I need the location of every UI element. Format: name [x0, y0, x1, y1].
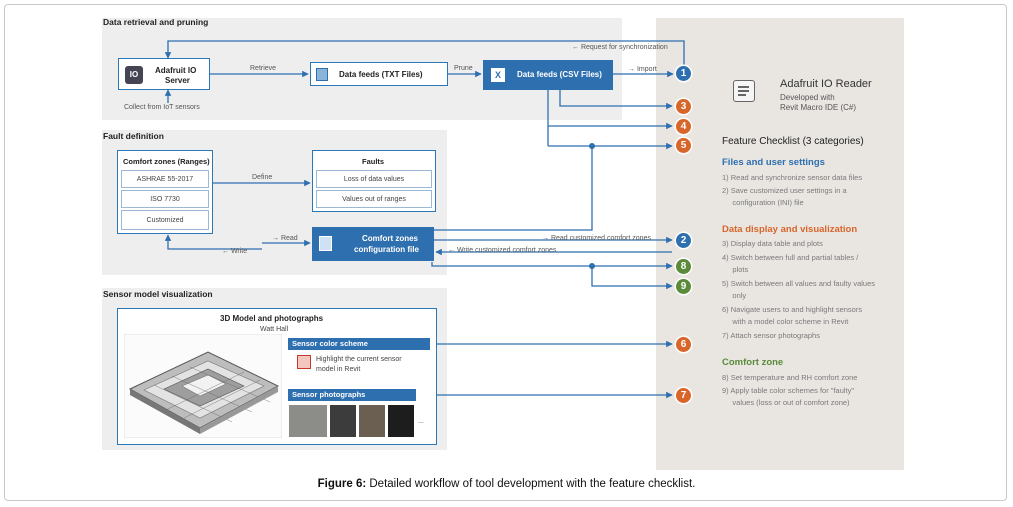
item-5: 5) Switch between all values and faulty … — [722, 279, 876, 288]
config-file-icon — [319, 236, 332, 251]
marker-6: 6 — [676, 337, 691, 352]
adafruit-label-2: Server — [165, 76, 190, 85]
highlight-label-1: Highlight the current sensor — [316, 356, 402, 363]
label-import: → Import — [628, 66, 657, 73]
marker-4: 4 — [676, 119, 691, 134]
item-7: 7) Attach sensor photographs — [722, 331, 820, 340]
item-3: 3) Display data table and plots — [722, 239, 823, 248]
item-9-cont: values (loss or out of comfort zone) — [722, 398, 850, 407]
txt-file-icon — [316, 68, 328, 81]
item-2: 2) Save customized user settings in a — [722, 186, 847, 195]
csv-feeds-node: X Data feeds (CSV Files) — [483, 60, 613, 90]
photos-label: Sensor photographs — [292, 390, 366, 399]
figure-frame — [4, 4, 1007, 501]
fault-title: Fault definition — [103, 131, 164, 141]
config-label-2: configuration file — [354, 245, 419, 254]
label-write: ← Write — [222, 248, 248, 255]
caption-label: Figure 6: — [317, 478, 367, 490]
retrieval-title: Data retrieval and pruning — [103, 17, 209, 27]
building-model-image — [124, 334, 282, 438]
excel-icon: X — [491, 68, 505, 82]
txt-feeds-node: Data feeds (TXT Files) — [310, 62, 448, 86]
color-scheme-label: Sensor color scheme — [292, 339, 368, 348]
adafruit-server-node: IO Adafruit IO Server — [118, 58, 210, 90]
marker-1: 1 — [676, 66, 691, 81]
caption-text: Detailed workflow of tool development wi… — [366, 478, 696, 490]
marker-2: 2 — [676, 233, 691, 248]
item-9: 9) Apply table color schemes for "faulty… — [722, 386, 855, 395]
sensor-photo-3 — [359, 405, 385, 437]
fault-item-loss: Loss of data values — [316, 170, 432, 188]
item-8: 8) Set temperature and RH comfort zone — [722, 373, 858, 382]
app-icon — [733, 80, 755, 102]
figure-caption: Figure 6: Detailed workflow of tool deve… — [0, 478, 1013, 490]
sensor-photo-1 — [289, 405, 327, 437]
iot-logo-icon: IO — [125, 66, 143, 84]
label-collect: Collect from IoT sensors — [124, 104, 200, 111]
checklist-panel — [656, 18, 904, 470]
cube-icon — [297, 355, 311, 369]
item-2-cont: configuration (INI) file — [722, 198, 804, 207]
faults-title: Faults — [362, 157, 385, 166]
item-5-cont: only — [722, 291, 747, 300]
sensor-title: Sensor model visualization — [103, 289, 213, 299]
marker-3: 3 — [676, 99, 691, 114]
label-read: → Read — [272, 235, 298, 242]
category-files: Files and user settings — [722, 157, 825, 168]
config-file-node: Comfort zones configuration file — [312, 227, 434, 261]
label-retrieve: Retrieve — [250, 65, 277, 72]
item-4: 4) Switch between full and partial table… — [722, 253, 859, 262]
marker-7: 7 — [676, 388, 691, 403]
marker-5: 5 — [676, 138, 691, 153]
model-title: 3D Model and photographs — [220, 314, 324, 323]
fault-item-range: Values out of ranges — [316, 190, 432, 208]
sensor-photo-4 — [388, 405, 414, 437]
comfort-item-customized: Customized — [121, 210, 209, 230]
item-6-cont: with a model color scheme in Revit — [722, 317, 849, 326]
comfort-zones-title: Comfort zones (Ranges) — [123, 157, 210, 166]
category-display: Data display and visualization — [722, 224, 858, 235]
config-label-1: Comfort zones — [362, 234, 418, 243]
app-sub-1: Developed with — [780, 93, 835, 102]
label-request-sync: ← Request for synchronization — [572, 44, 668, 51]
label-prune: Prune — [454, 65, 473, 72]
model-subtitle: Watt Hall — [260, 326, 289, 333]
csv-feeds-label: Data feeds (CSV Files) — [517, 70, 602, 79]
photos-ellipsis: ... — [418, 418, 424, 425]
txt-feeds-label: Data feeds (TXT Files) — [339, 70, 423, 79]
item-1: 1) Read and synchronize sensor data file… — [722, 173, 863, 182]
item-4-cont: plots — [722, 265, 749, 274]
marker-9: 9 — [676, 279, 691, 294]
marker-8: 8 — [676, 259, 691, 274]
category-comfort: Comfort zone — [722, 357, 784, 368]
app-title: Adafruit IO Reader — [780, 78, 872, 90]
highlight-label-2: model in Revit — [316, 366, 361, 373]
item-6: 6) Navigate users to and highlight senso… — [722, 305, 863, 314]
sensor-photo-2 — [330, 405, 356, 437]
comfort-item-ashrae: ASHRAE 55-2017 — [121, 170, 209, 188]
comfort-item-iso: ISO 7730 — [121, 190, 209, 208]
label-write-custom: ← Write customized comfort zones — [448, 247, 557, 254]
photos-bar: Sensor photographs — [288, 389, 416, 401]
app-sub-2: Revit Macro IDE (C#) — [780, 103, 857, 112]
label-define: Define — [252, 174, 273, 181]
label-read-custom: → Read customized comfort zones — [542, 235, 651, 242]
color-scheme-bar: Sensor color scheme — [288, 338, 430, 350]
adafruit-label-1: Adafruit IO — [155, 66, 197, 75]
checklist-heading: Feature Checklist (3 categories) — [722, 136, 864, 147]
